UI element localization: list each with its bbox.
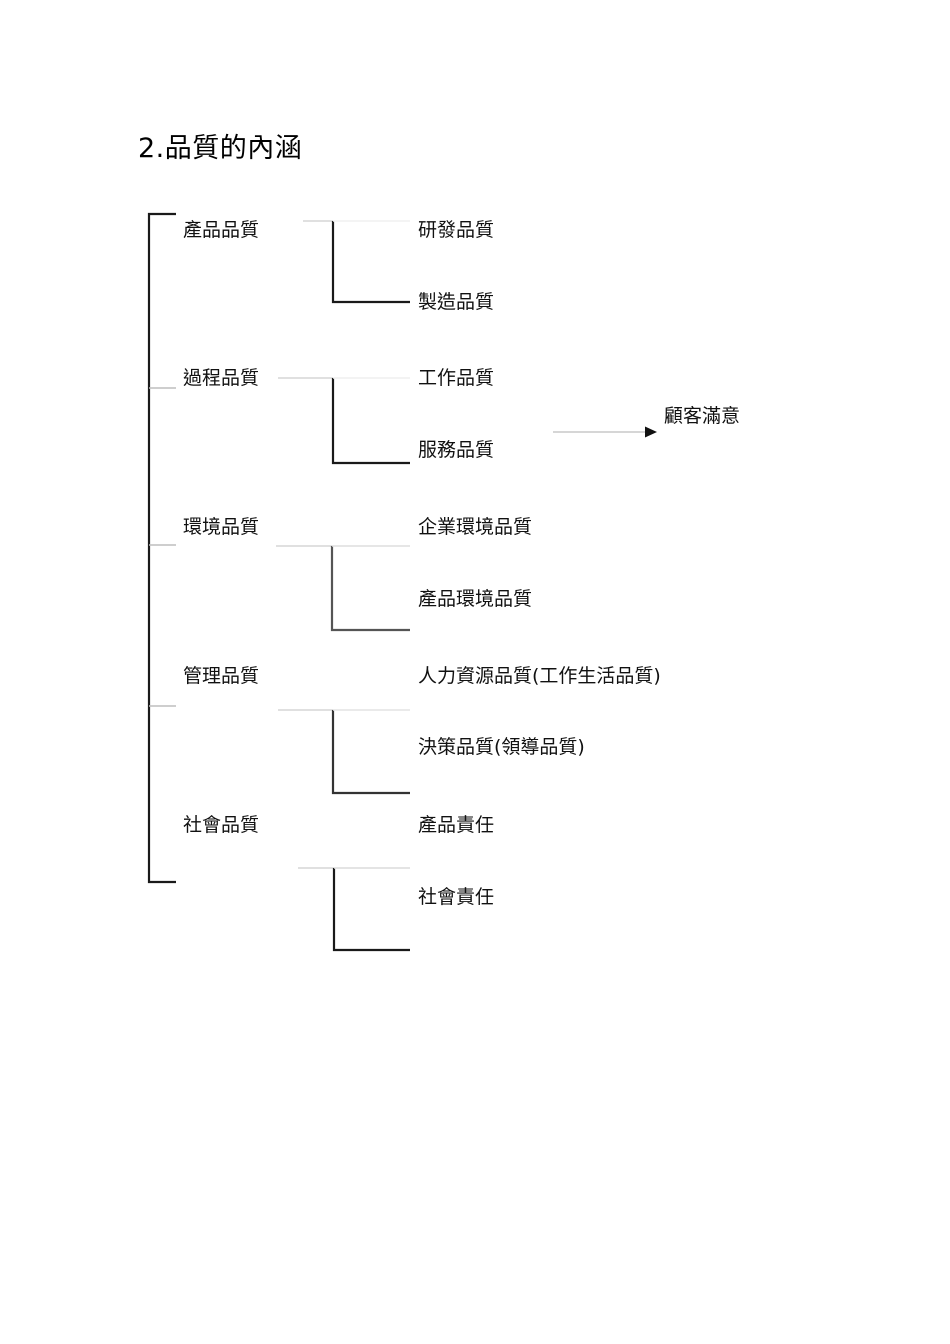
subitem-label-rd-quality: 研發品質 bbox=[418, 219, 495, 241]
category-label-product-quality: 產品品質 bbox=[183, 219, 260, 241]
subitem-label-product-responsibility: 產品責任 bbox=[418, 814, 495, 836]
subitem-label-work-quality: 工作品質 bbox=[418, 367, 495, 389]
subitem-label-product-environment-quality: 產品環境品質 bbox=[418, 588, 533, 610]
subitem-label-human-resource-quality: 人力資源品質(工作生活品質) bbox=[418, 665, 661, 687]
management-quality-bracket bbox=[278, 709, 410, 795]
environment-quality-bracket bbox=[276, 545, 410, 632]
subitem-label-service-quality: 服務品質 bbox=[418, 439, 495, 461]
category-label-process-quality: 過程品質 bbox=[183, 367, 260, 389]
product-quality-bracket bbox=[303, 220, 410, 304]
page-title: 2.品質的內涵 bbox=[138, 133, 303, 164]
social-quality-bracket bbox=[298, 867, 410, 952]
subitem-label-corporate-environment-quality: 企業環境品質 bbox=[418, 516, 533, 538]
quality-root-bracket bbox=[147, 212, 176, 884]
subitem-label-decision-quality: 決策品質(領導品質) bbox=[418, 736, 585, 758]
category-label-social-quality: 社會品質 bbox=[183, 814, 260, 836]
category-label-management-quality: 管理品質 bbox=[183, 665, 260, 687]
process-quality-bracket bbox=[278, 377, 410, 465]
category-label-environment-quality: 環境品質 bbox=[183, 516, 260, 538]
customer-satisfaction-arrow bbox=[553, 426, 657, 438]
subitem-label-social-responsibility: 社會責任 bbox=[418, 886, 495, 908]
subitem-label-manufacturing-quality: 製造品質 bbox=[418, 291, 495, 313]
outcome-label-customer-satisfaction: 顧客滿意 bbox=[664, 405, 741, 427]
